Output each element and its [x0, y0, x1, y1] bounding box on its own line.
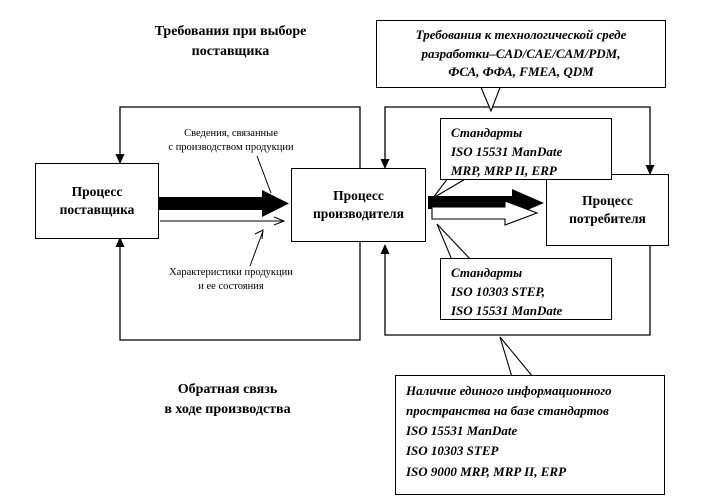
- callout-line: ISO 9000 MRP, MRP II, ERP: [406, 463, 567, 479]
- callout-line: ISO 15531 ManDate: [406, 423, 518, 439]
- callout-standards-manufacturing: Стандарты ISO 15531 ManDate MRP, MRP II,…: [440, 118, 612, 180]
- callout-tech-environment: Требования к технологической среде разра…: [376, 20, 666, 88]
- callout-standards-step: Стандарты ISO 10303 STEP, ISO 15531 ManD…: [440, 258, 612, 320]
- feedback-loop-bottom-left: [119, 239, 361, 341]
- callout-tail-info-space: [499, 336, 535, 378]
- callout-line: Требования к технологической среде: [415, 26, 627, 42]
- arrowhead-into-producer-top: [380, 159, 390, 169]
- process-box-label: производителя: [313, 206, 404, 221]
- process-box-label: потребителя: [569, 211, 646, 226]
- callout-line: разработки–CAD/CAE/CAM/PDM,: [421, 45, 621, 61]
- arrowhead-into-supplier-bottom: [115, 237, 125, 247]
- title-line: Требования при выборе: [154, 24, 307, 39]
- label-production-data: Сведения, связанные с производством прод…: [150, 127, 312, 155]
- callout-line: ISO 10303 STEP: [406, 443, 499, 459]
- label-production-feedback: Обратная связь в ходе производства: [120, 380, 335, 419]
- callout-line: пространства на базе стандартов: [406, 403, 609, 419]
- arrowhead-into-producer-bottom: [380, 244, 390, 254]
- feedback-loop-top-right: [384, 106, 651, 174]
- small-label-line: с производством продукции: [168, 142, 294, 154]
- feedback-loop-top-left: [119, 106, 361, 168]
- pointer-arrowhead-product-characteristics: [254, 229, 264, 240]
- callout-line: ISO 10303 STEP,: [451, 283, 546, 299]
- flow-arrow-supplier-producer: [158, 190, 289, 217]
- callout-line: Стандарты: [451, 265, 523, 280]
- label-supplier-selection-requirements: Требования при выборе поставщика: [118, 22, 343, 61]
- small-label-line: Сведения, связанные: [184, 128, 278, 139]
- arrowhead-into-supplier-top: [115, 154, 125, 164]
- process-box-consumer: Процесс потребителя: [546, 174, 669, 246]
- callout-line: Стандарты: [451, 125, 523, 140]
- callout-line: ФСА, ФФА, FMEA, QDM: [448, 64, 594, 80]
- callout-line: MRP, MRP II, ERP: [451, 162, 557, 178]
- callout-line: ISO 15531 ManDate: [451, 302, 563, 318]
- feedback-loop-bottom-right: [384, 245, 651, 336]
- small-label-line: и ее состояния: [198, 281, 264, 293]
- flow-arrow-producer-consumer-outline: [431, 200, 539, 226]
- callout-line: ISO 15531 ManDate: [451, 143, 563, 159]
- pointer-line-product-characteristics: [249, 230, 264, 267]
- title-line: в ходе производства: [164, 401, 291, 417]
- arrowhead-into-consumer-top: [645, 165, 655, 175]
- process-box-label: Процесс: [71, 184, 123, 200]
- callout-info-space: Наличие единого информационного простран…: [395, 375, 665, 495]
- process-box-label: Процесс: [333, 188, 384, 204]
- label-product-characteristics: Характеристики продукции и ее состояния: [150, 266, 312, 294]
- pointer-line-production-data: [256, 155, 272, 194]
- title-line: поставщика: [191, 43, 270, 59]
- callout-line: Наличие единого информационного: [406, 383, 612, 398]
- process-box-label: Процесс: [582, 193, 633, 209]
- process-box-producer: Процесс производителя: [291, 168, 426, 242]
- process-box-supplier: Процесс поставщика: [35, 163, 159, 239]
- thin-return-arrow-head: [273, 216, 286, 226]
- callout-tail-standards-manufacturing: [432, 177, 470, 199]
- small-label-line: Характеристики продукции: [169, 267, 293, 278]
- process-box-label: поставщика: [59, 202, 135, 217]
- callout-tail-standards-step: [436, 223, 473, 261]
- title-line: Обратная связь: [177, 382, 278, 397]
